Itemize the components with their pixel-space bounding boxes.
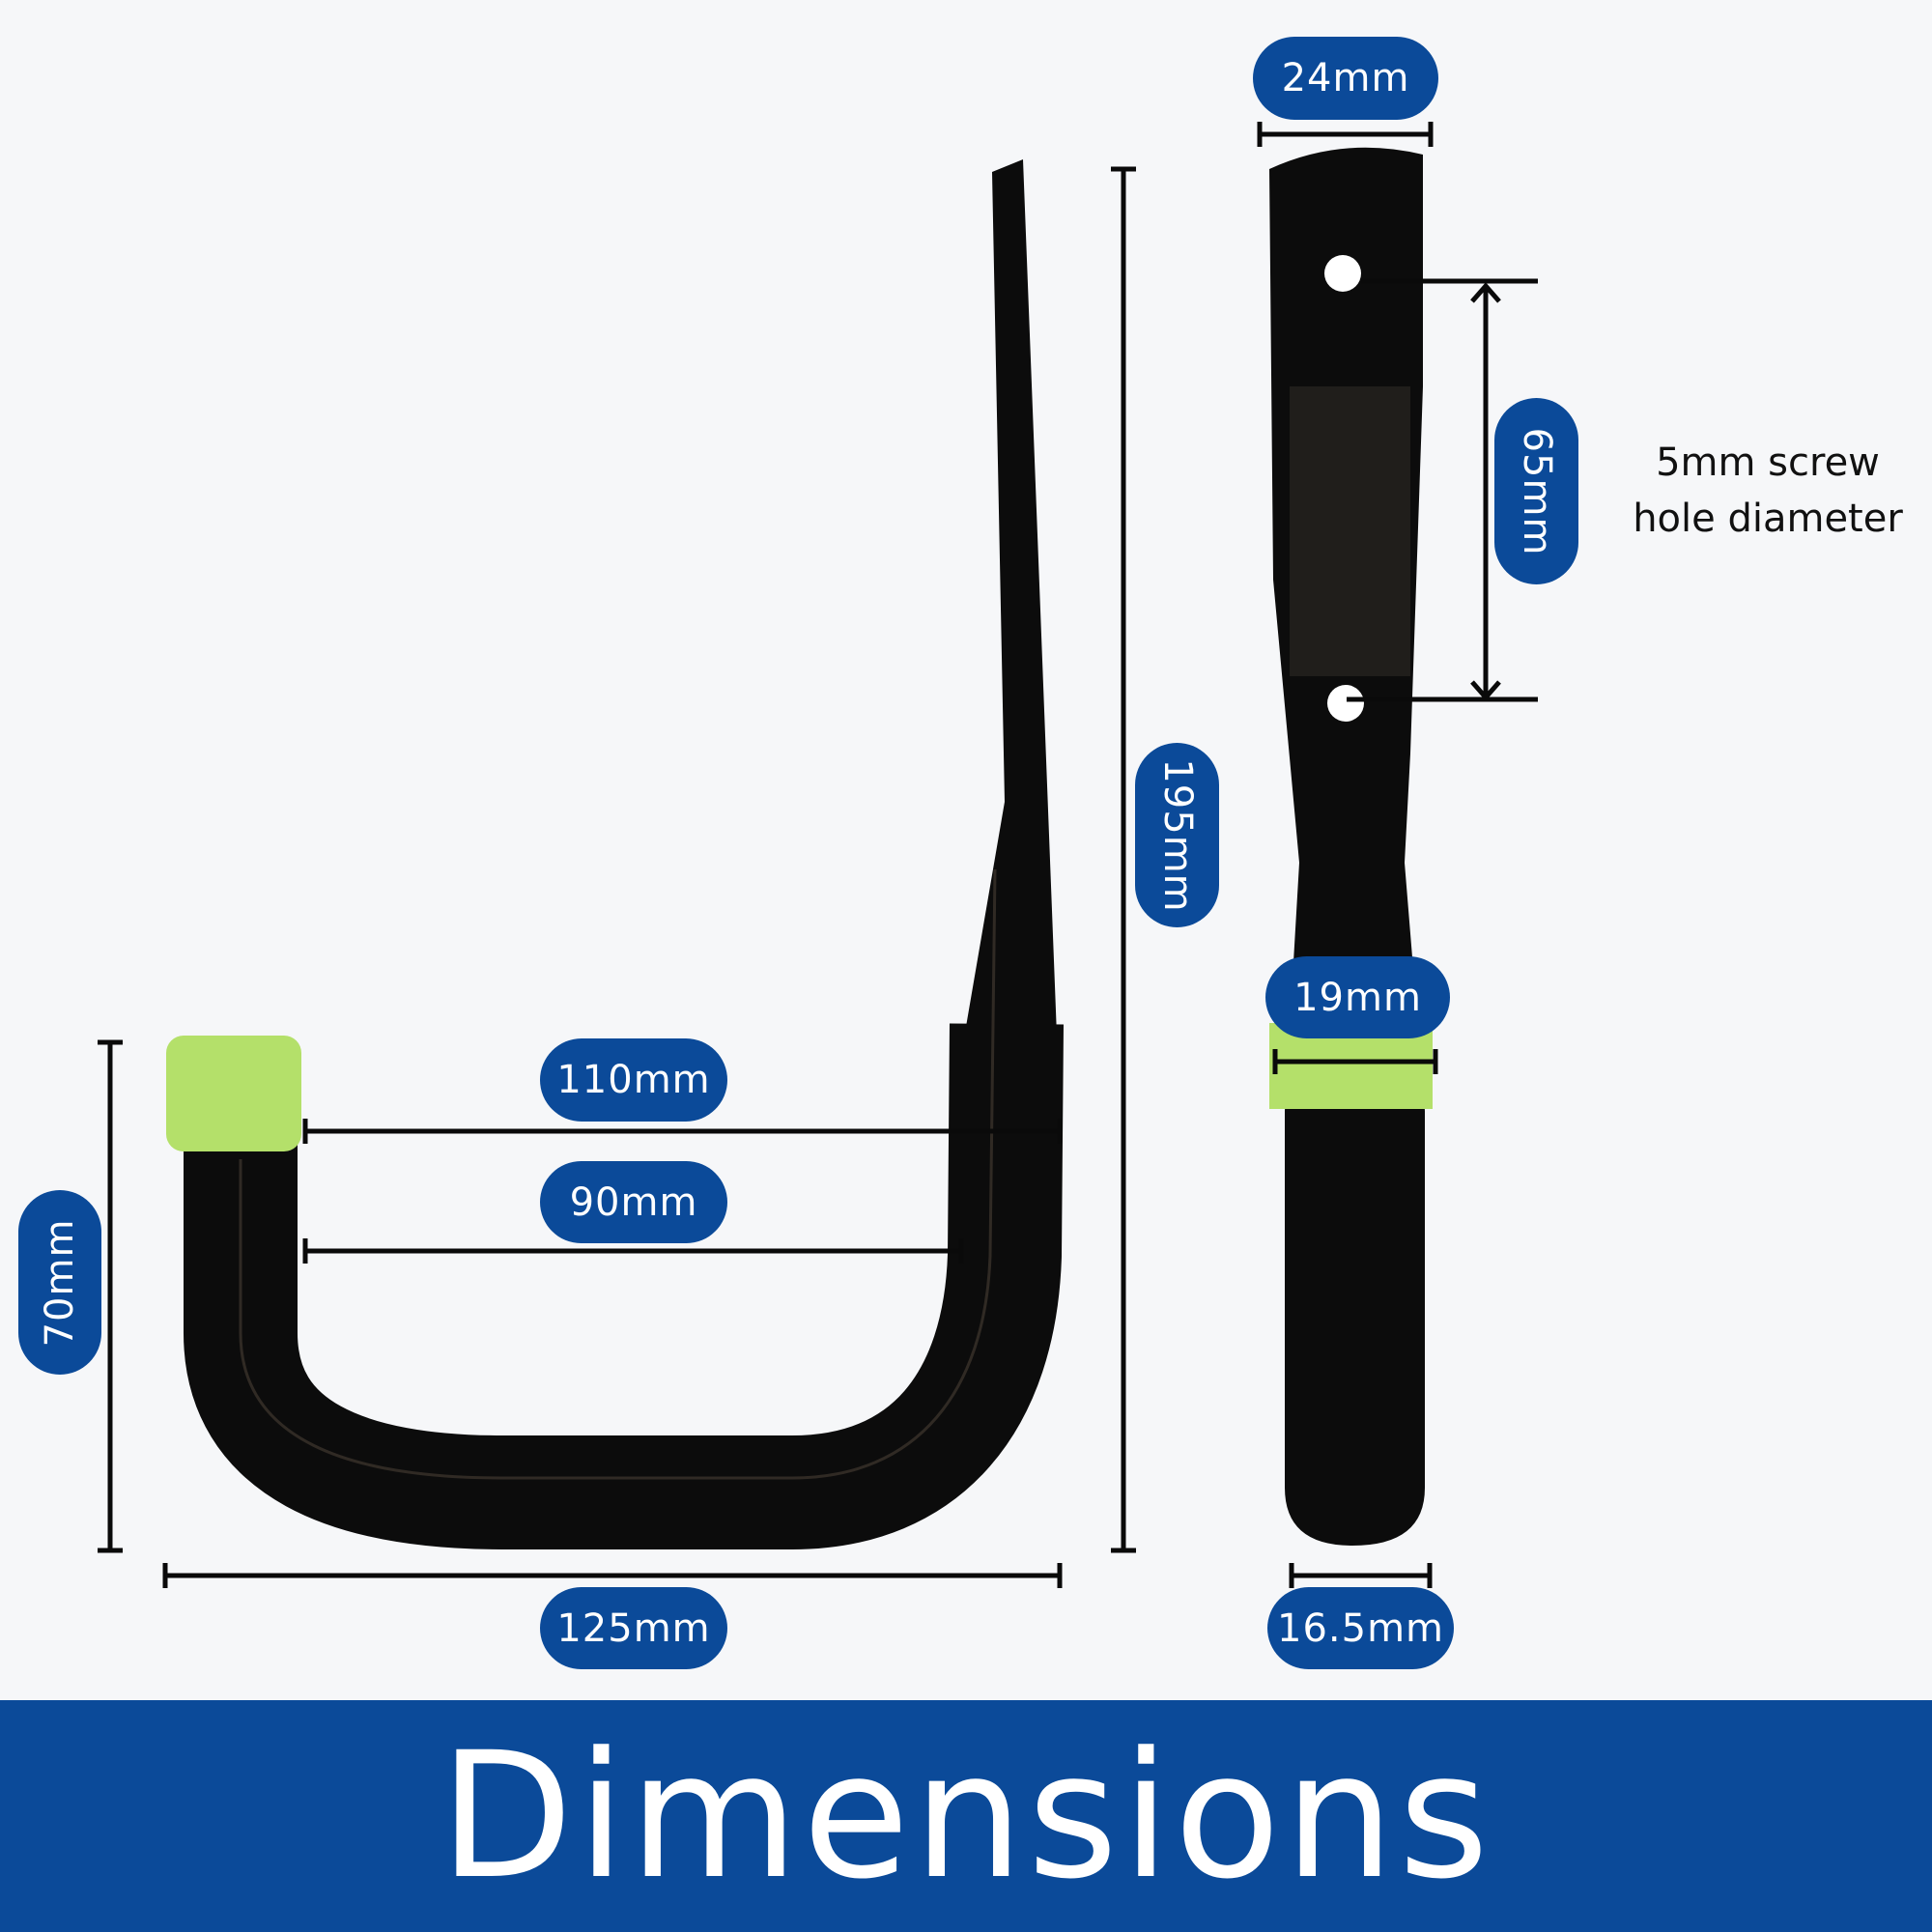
inner-depth-label: 90mm bbox=[540, 1161, 727, 1243]
screw-hole-note: 5mm screw hole diameter bbox=[1604, 435, 1932, 547]
screw-hole-top bbox=[1324, 255, 1361, 292]
band-width-label: 19mm bbox=[1265, 956, 1450, 1038]
outer-depth-label: 110mm bbox=[540, 1038, 727, 1122]
lip-height-text: 70mm bbox=[38, 1218, 82, 1347]
dimension-lines bbox=[98, 122, 1538, 1588]
note-line-2: hole diameter bbox=[1633, 497, 1903, 541]
screw-hole-bottom bbox=[1327, 685, 1364, 722]
total-depth-label: 125mm bbox=[540, 1587, 727, 1669]
hole-spacing-text: 65mm bbox=[1514, 427, 1559, 555]
width-top-label: 24mm bbox=[1253, 37, 1438, 120]
note-line-1: 5mm screw bbox=[1656, 440, 1880, 485]
hole-spacing-label: 65mm bbox=[1494, 398, 1578, 584]
hook-front-view bbox=[1269, 147, 1433, 1546]
total-height-label: 195mm bbox=[1135, 743, 1219, 927]
hook-side-profile bbox=[166, 159, 1064, 1549]
end-cap bbox=[166, 1036, 301, 1151]
lip-height-label: 70mm bbox=[18, 1190, 101, 1375]
title-banner: Dimensions bbox=[0, 1700, 1932, 1932]
total-height-text: 195mm bbox=[1154, 757, 1200, 913]
tube-width-label: 16.5mm bbox=[1267, 1587, 1454, 1669]
banner-title: Dimensions bbox=[439, 1715, 1493, 1918]
